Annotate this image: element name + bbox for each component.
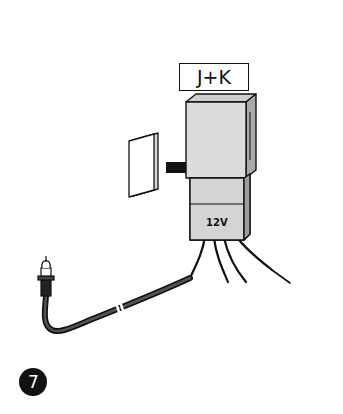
voltage-rating: 12V [206, 217, 228, 228]
bulb-socket [38, 256, 54, 296]
relay-wires [190, 236, 290, 283]
callout-number: 7 [28, 373, 39, 392]
bulb-cable [45, 278, 190, 331]
contact-card [129, 133, 158, 197]
relay-body [186, 94, 256, 240]
callout-circle [19, 368, 47, 396]
box-text: J+K [197, 66, 231, 88]
label-box: J+K [179, 63, 249, 91]
